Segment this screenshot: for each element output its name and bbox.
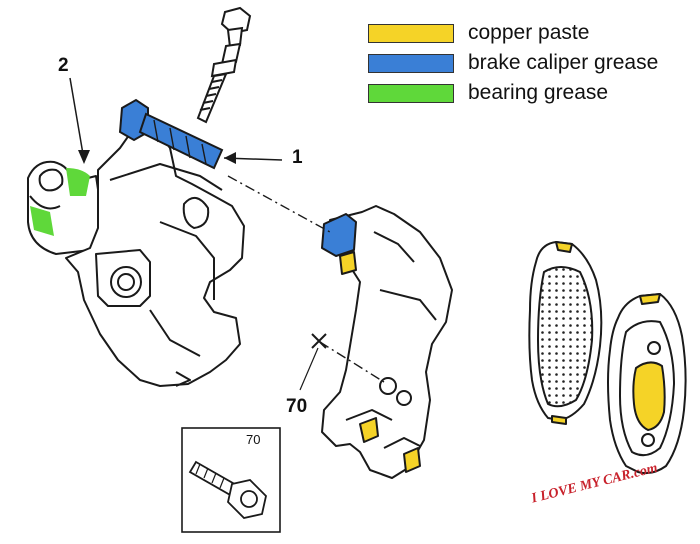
leader-2 [69,77,85,161]
guide-bolt [118,98,224,170]
axis-line-70 [319,341,385,383]
brake-caliper-grease-swatch [368,53,454,73]
bolt-position-marker [299,333,327,391]
legend-label: copper paste [468,21,590,44]
callout-2: 2 [58,55,69,76]
legend-item-copper-paste: copper paste [368,21,589,45]
bolt-70-icon [188,460,267,519]
caliper-body [27,127,245,387]
brake-pad-inner [528,241,603,425]
brake-pad-outer [607,293,687,475]
legend-label: bearing grease [468,81,609,104]
bearing-grease-swatch [368,83,454,103]
inset-label: 70 [246,432,261,447]
inset-box [181,427,281,533]
legend-item-brake-caliper-grease: brake caliper grease [368,51,658,75]
copper-paste-swatch [368,23,454,43]
callout-70: 70 [286,396,308,417]
leader-2-arrow [78,150,90,164]
bleed-screw [196,6,252,124]
legend-item-bearing-grease: bearing grease [368,81,608,105]
caliper-carrier [321,205,453,479]
leader-1-arrow [224,152,236,164]
legend-label: brake caliper grease [468,51,659,74]
callout-1: 1 [292,147,303,168]
